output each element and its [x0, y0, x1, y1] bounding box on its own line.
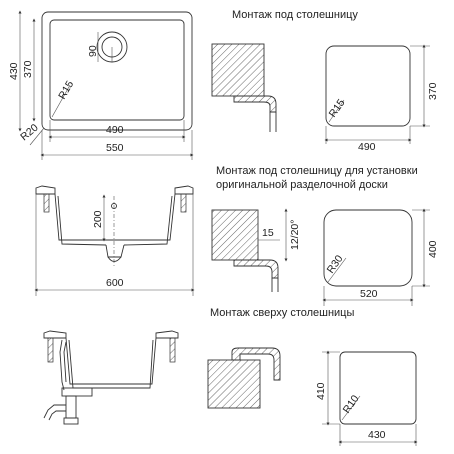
drain-body	[105, 244, 125, 258]
cutout-topmount-radius-leader	[341, 395, 361, 421]
detail-topmount	[207, 347, 281, 409]
cutout-undermount-width: 490	[358, 141, 376, 153]
cutout-topmount-height: 410	[315, 382, 327, 400]
countertop-section	[211, 43, 265, 97]
sink-side-section	[43, 330, 179, 425]
radius-outer-label: R20	[18, 122, 41, 144]
side-bowl-outer	[65, 337, 157, 385]
detail-undermount	[211, 43, 277, 132]
radius-inner-label: R15	[56, 79, 76, 102]
side-left-flange	[43, 330, 67, 339]
caption-undermount-board-line2: оригинальной разделочной доски	[216, 179, 388, 191]
board-sink-rim-section	[233, 259, 279, 279]
topmount-countertop-section	[207, 359, 261, 409]
siphon-outlet	[43, 404, 66, 419]
cutout-topmount-radius: R10	[341, 393, 362, 416]
side-right-flange	[155, 330, 179, 339]
sink-rim-section	[233, 95, 277, 113]
side-left-rail	[47, 337, 54, 363]
board-countertop-section	[211, 209, 259, 261]
detail-board: 15 12/20°	[211, 208, 301, 292]
sink-wall-section	[269, 112, 277, 132]
cutout-board-radius: R30	[325, 253, 346, 276]
overflow-tube-inner	[63, 341, 67, 383]
sink-front-section: 200 600	[34, 185, 195, 296]
sink-outer-outline	[41, 11, 193, 131]
side-bowl-inner	[68, 339, 154, 389]
siphon-trap	[63, 417, 79, 425]
siphon-outlet-inner	[48, 410, 66, 421]
radius-outer-leader	[29, 127, 45, 146]
depth-dim-label: 200	[92, 210, 104, 228]
board-sink-wall	[271, 278, 279, 292]
inner-width-dim-label: 490	[106, 124, 124, 136]
overflow-tube	[59, 339, 65, 391]
sink-bowl-outline	[49, 19, 185, 121]
cutout-topmount-width: 430	[368, 429, 386, 441]
cutout-undermount: R15 370 490	[324, 44, 439, 153]
cutout-board: R30 400 520	[322, 208, 439, 306]
siphon-body	[65, 395, 77, 419]
radius-inner-leader	[51, 84, 71, 118]
width-dim-label: 600	[106, 277, 124, 289]
left-flange	[35, 185, 56, 195]
cutout-board-rect	[323, 209, 413, 287]
board-step-label: 15	[262, 227, 274, 239]
cutout-undermount-radius-leader	[328, 99, 345, 123]
cutout-undermount-radius: R15	[327, 97, 348, 120]
bowl-inner	[57, 195, 173, 246]
caption-undermount-board-line1: Монтаж под столешницу для установки	[216, 165, 418, 177]
siphon-connector	[61, 387, 93, 397]
bowl-outer	[54, 193, 176, 241]
caption-undermount: Монтаж под столешницу	[232, 9, 358, 21]
board-step-height: 12/20°	[289, 220, 301, 250]
cutout-board-height: 400	[427, 240, 439, 258]
topmount-rim-section	[231, 347, 281, 381]
caption-topmount: Монтаж сверху столешницы	[210, 307, 354, 319]
cutout-board-width: 520	[360, 288, 378, 300]
outer-width-dim-label: 550	[106, 142, 124, 154]
left-rail	[43, 193, 50, 213]
outer-height-dim-label: 430	[8, 62, 20, 80]
drain-bottom	[107, 256, 122, 262]
sink-top-view: 90 430 370 R15 R20 490 550	[8, 10, 194, 160]
cutout-topmount-rect	[339, 351, 417, 425]
inner-height-dim-label: 370	[22, 60, 34, 78]
drain-dim-label: 90	[87, 45, 99, 57]
right-flange	[174, 185, 194, 195]
right-rail	[180, 193, 187, 213]
side-right-rail	[169, 337, 176, 363]
cutout-topmount: R10 410 430	[315, 350, 418, 446]
cutout-undermount-height: 370	[427, 82, 439, 100]
cutout-board-radius-leader	[327, 257, 347, 283]
cutout-undermount-rect	[325, 45, 411, 127]
